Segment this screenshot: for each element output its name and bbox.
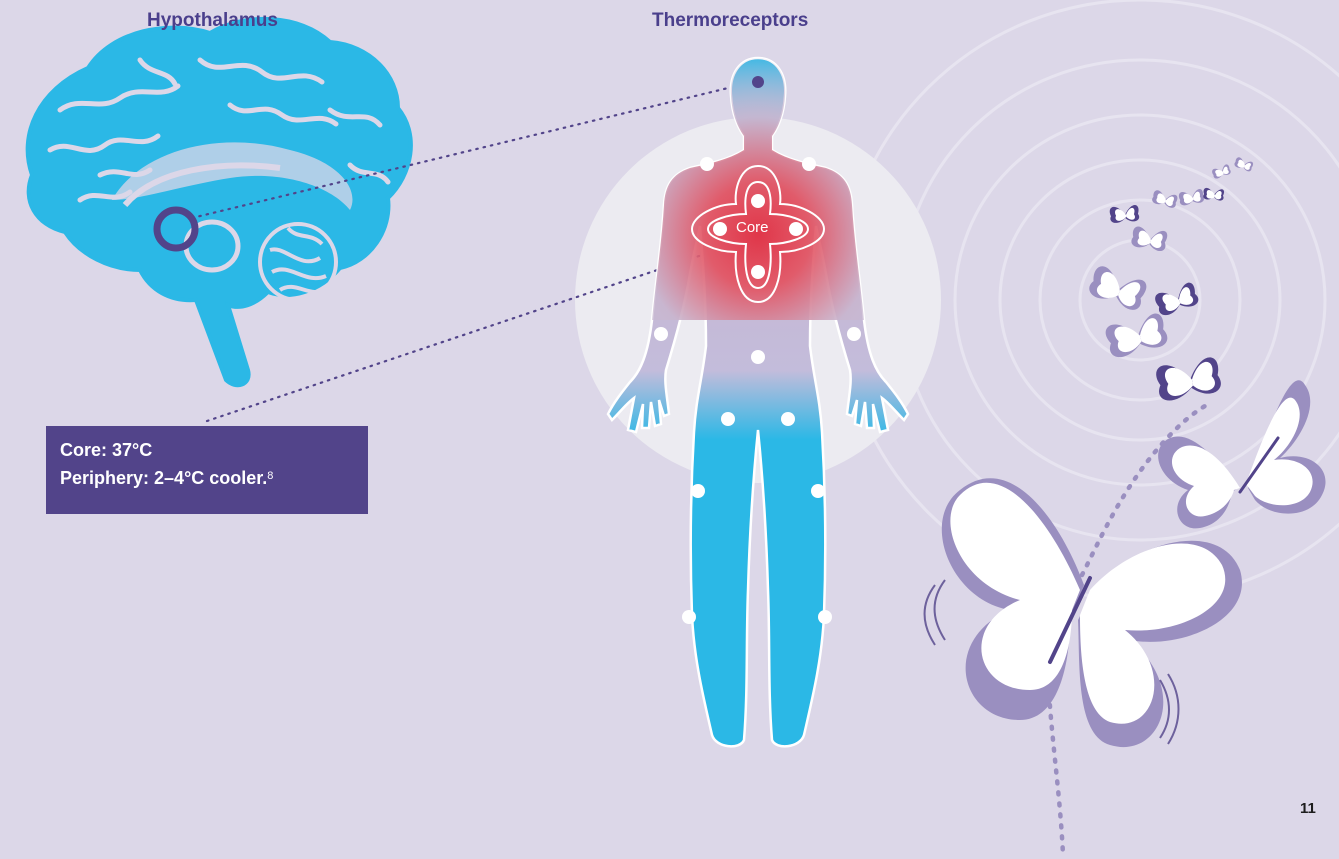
periphery-temperature-line: Periphery: 2–4°C cooler.8 bbox=[60, 464, 354, 492]
core-temperature-text: Core: 37°C bbox=[60, 436, 354, 464]
reference-superscript: 8 bbox=[267, 470, 273, 482]
temperature-info-box: Core: 37°C Periphery: 2–4°C cooler.8 bbox=[46, 426, 368, 514]
thermoreceptors-heading: Thermoreceptors bbox=[652, 10, 808, 32]
head-receptor-dot bbox=[752, 76, 764, 88]
core-label: Core bbox=[736, 219, 769, 236]
periphery-temperature-text: Periphery: 2–4°C cooler. bbox=[60, 468, 267, 488]
brain-illustration bbox=[28, 19, 411, 385]
page-number: 11 bbox=[1300, 800, 1316, 817]
hypothalamus-heading: Hypothalamus bbox=[147, 10, 278, 32]
